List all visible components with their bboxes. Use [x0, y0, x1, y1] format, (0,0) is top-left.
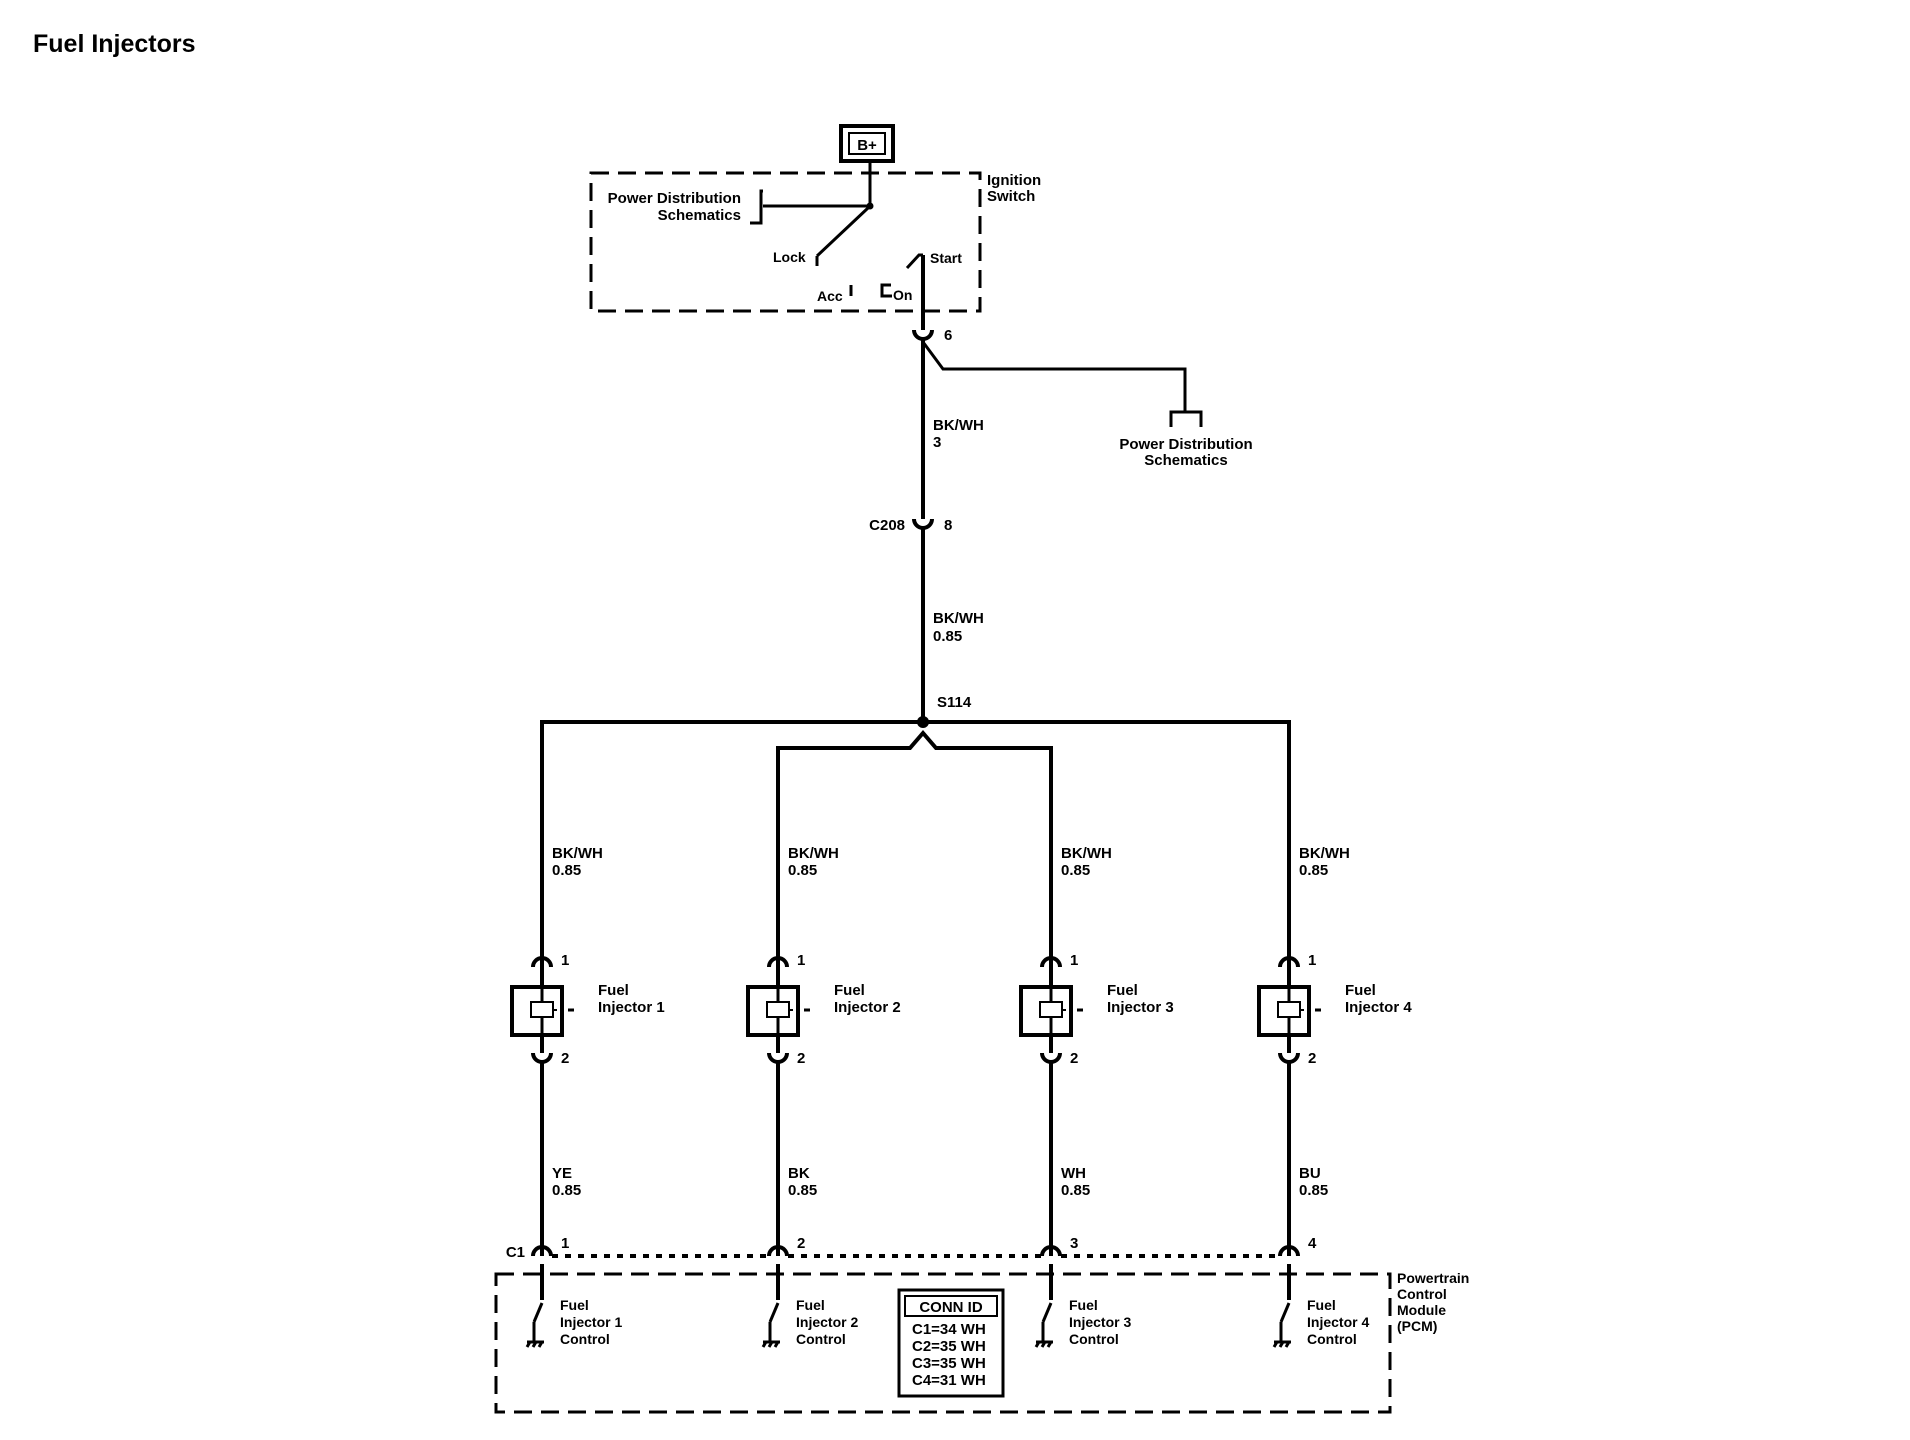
switch-start-label: Start — [930, 250, 962, 266]
injector-3-name: Fuel — [1107, 982, 1138, 999]
pcm-connector-c1: C1 — [506, 1244, 525, 1261]
injector-4-control-label: Injector 4 — [1307, 1314, 1369, 1330]
svg-text:Schematics: Schematics — [658, 207, 741, 224]
svg-text:Module: Module — [1397, 1302, 1446, 1318]
injector-2-control-label: Fuel — [796, 1297, 825, 1313]
injector-3-pin-2: 2 — [1070, 1050, 1078, 1067]
svg-text:C2=35 WH: C2=35 WH — [912, 1338, 986, 1355]
connector-c208: C208 — [869, 517, 905, 534]
pcm-enclosure — [494, 1272, 1392, 1414]
wire-out-label-1: 0.85 — [552, 1182, 581, 1199]
svg-text:S114: S114 — [937, 694, 972, 711]
svg-text:BK/WH: BK/WH — [933, 610, 984, 627]
injector-3-pin-1: 1 — [1070, 952, 1078, 969]
pcm-pin-2: 2 — [797, 1235, 805, 1252]
wire-label-mid: BK/WH 0.85 — [933, 610, 984, 645]
wire-out-label-4: 0.85 — [1299, 1182, 1328, 1199]
svg-text:(PCM): (PCM) — [1397, 1318, 1437, 1334]
svg-text:C4=31 WH: C4=31 WH — [912, 1372, 986, 1389]
svg-text:Switch: Switch — [987, 188, 1035, 205]
pcm-label: Powertrain Control Module (PCM) — [1397, 1270, 1469, 1334]
ignition-switch-label: Ignition Switch — [987, 172, 1041, 205]
injector-2-pin-2: 2 — [797, 1050, 805, 1067]
battery-label: B+ — [857, 137, 877, 154]
injector-3-control-label: Injector 3 — [1069, 1314, 1131, 1330]
injector-3-control-label: Fuel — [1069, 1297, 1098, 1313]
svg-text:Schematics: Schematics — [1144, 452, 1227, 469]
wire-out-label-2: BK — [788, 1165, 810, 1182]
injector-4-pin-1: 1 — [1308, 952, 1316, 969]
wire-out-label-2: 0.85 — [788, 1182, 817, 1199]
ignition-switch-enclosure — [589, 171, 982, 313]
injector-2-name: Fuel — [834, 982, 865, 999]
injector-4-control-label: Control — [1307, 1331, 1357, 1347]
switch-acc-label: Acc — [817, 288, 843, 304]
injector-4-name: Fuel — [1345, 982, 1376, 999]
switch-lock-label: Lock — [773, 249, 806, 265]
injector-3-control-label: Control — [1069, 1331, 1119, 1347]
svg-text:0.85: 0.85 — [933, 628, 962, 645]
c208-pin-8: 8 — [944, 517, 952, 534]
wire-in-label-4: 0.85 — [1299, 862, 1328, 879]
svg-text:Powertrain: Powertrain — [1397, 1270, 1469, 1286]
page-title: Fuel Injectors — [33, 30, 196, 58]
injector-1-name: Fuel — [598, 982, 629, 999]
pcm-pin-1: 1 — [561, 1235, 569, 1252]
wire-out-label-3: 0.85 — [1061, 1182, 1090, 1199]
pcm-pin-3: 3 — [1070, 1235, 1078, 1252]
svg-text:Ignition: Ignition — [987, 172, 1041, 189]
svg-text:CONN ID: CONN ID — [919, 1299, 983, 1316]
injector-4-name: Injector 4 — [1345, 999, 1412, 1016]
injector-3-name: Injector 3 — [1107, 999, 1174, 1016]
wire-in-label-3: BK/WH — [1061, 845, 1112, 862]
power-distribution-top-label: Power Distribution Schematics — [608, 190, 741, 224]
injector-1-control-label: Control — [560, 1331, 610, 1347]
injector-4-pin-2: 2 — [1308, 1050, 1316, 1067]
svg-text:Control: Control — [1397, 1286, 1447, 1302]
svg-text:C3=35 WH: C3=35 WH — [912, 1355, 986, 1372]
svg-text:3: 3 — [933, 434, 941, 451]
injector-2-name: Injector 2 — [834, 999, 901, 1016]
wire-out-label-3: WH — [1061, 1165, 1086, 1182]
svg-text:BK/WH: BK/WH — [933, 417, 984, 434]
injector-1-control-label: Fuel — [560, 1297, 589, 1313]
wire-in-label-4: BK/WH — [1299, 845, 1350, 862]
battery-box: B+ — [839, 124, 895, 163]
injector-1-pin-1: 1 — [561, 952, 569, 969]
wire-in-label-3: 0.85 — [1061, 862, 1090, 879]
injector-1-control-label: Injector 1 — [560, 1314, 622, 1330]
conn-id-box: CONN ID C1=34 WH C2=35 WH C3=35 WH C4=31… — [897, 1288, 1005, 1398]
injector-2-pin-1: 1 — [797, 952, 805, 969]
switch-pin-6: 6 — [944, 327, 952, 344]
wire-in-label-1: 0.85 — [552, 862, 581, 879]
injector-2-control-label: Injector 2 — [796, 1314, 858, 1330]
injector-4-control-label: Fuel — [1307, 1297, 1336, 1313]
svg-text:C1=34 WH: C1=34 WH — [912, 1321, 986, 1338]
svg-text:Power Distribution: Power Distribution — [1119, 436, 1252, 453]
wire-in-label-2: BK/WH — [788, 845, 839, 862]
switch-blade — [815, 206, 870, 258]
wire-label-top: BK/WH 3 — [933, 417, 984, 451]
svg-text:Power Distribution: Power Distribution — [608, 190, 741, 207]
injector-2-control-label: Control — [796, 1331, 846, 1347]
injector-1-name: Injector 1 — [598, 999, 665, 1016]
injector-1-pin-2: 2 — [561, 1050, 569, 1067]
wire-in-label-2: 0.85 — [788, 862, 817, 879]
wire-out-label-1: YE — [552, 1165, 572, 1182]
pcm-pin-4: 4 — [1308, 1235, 1317, 1252]
wire-out-label-4: BU — [1299, 1165, 1321, 1182]
wire-in-label-1: BK/WH — [552, 845, 603, 862]
power-distribution-right-label: Power Distribution Schematics — [1119, 436, 1252, 469]
switch-on-label: On — [893, 287, 912, 303]
